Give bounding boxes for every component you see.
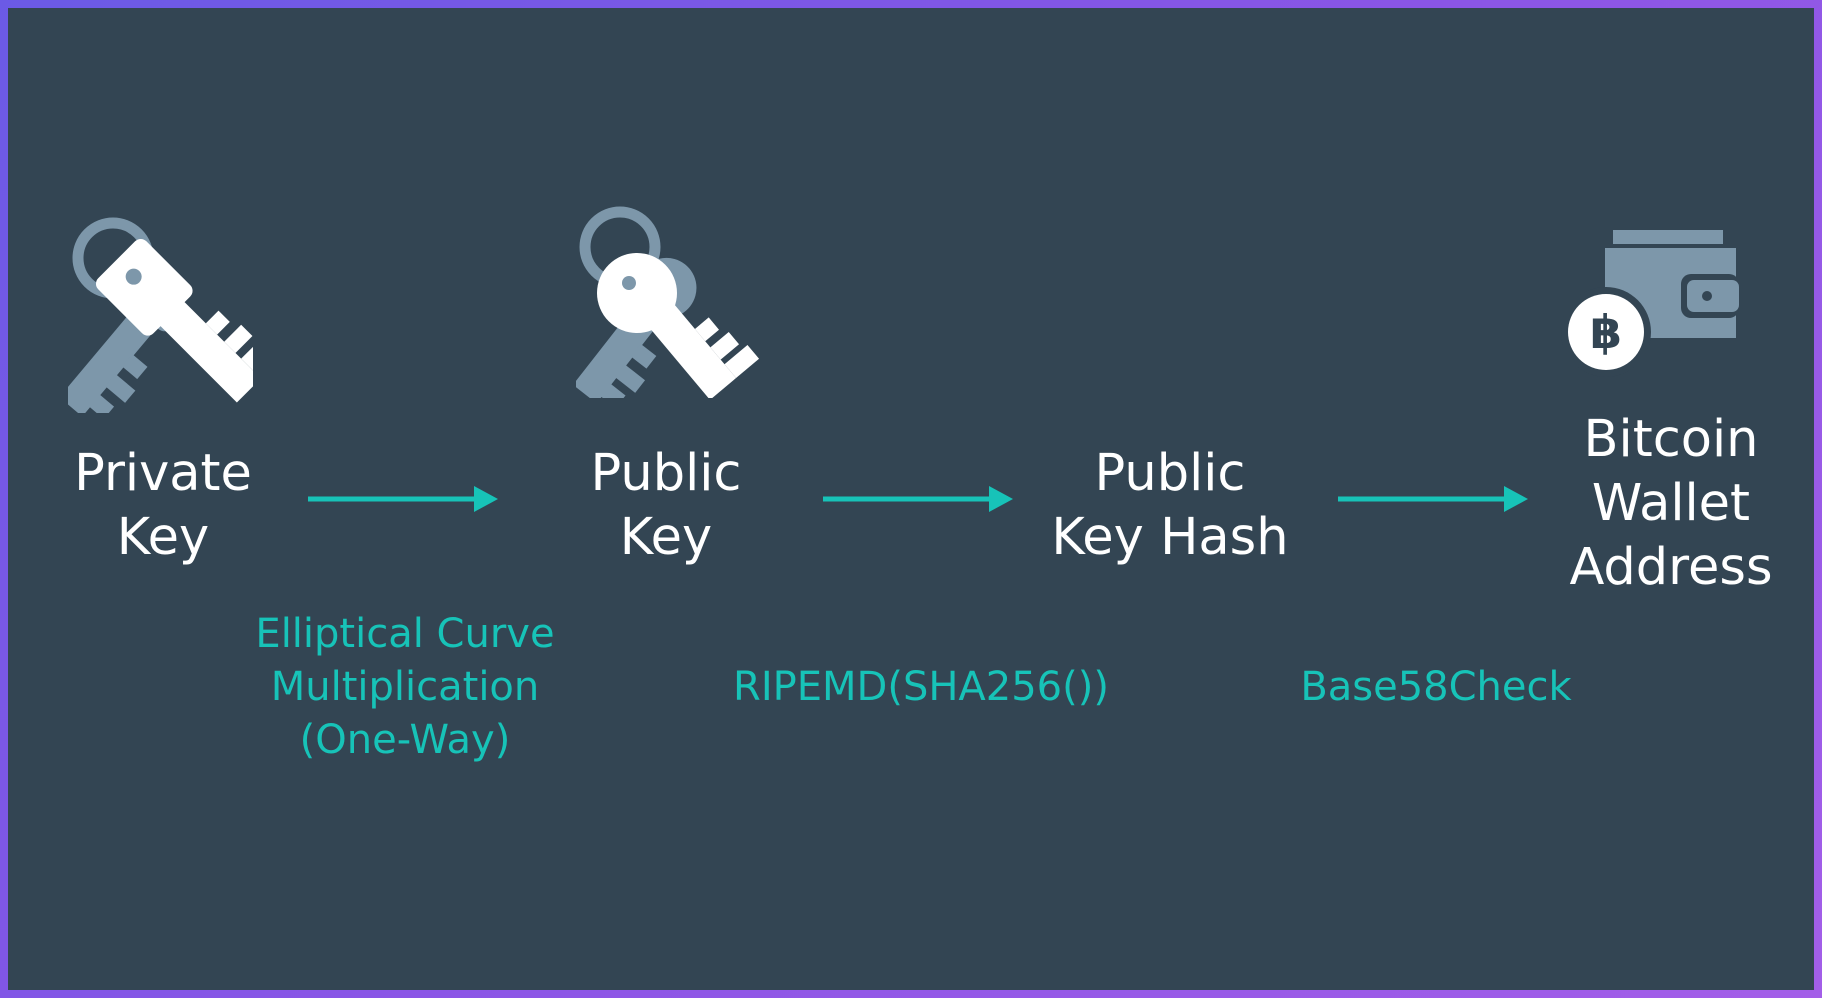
node-label-line: Private — [74, 444, 252, 503]
step-label-line: (One-Way) — [299, 717, 511, 763]
node-label-line: Wallet — [1591, 474, 1751, 533]
private-keys-icon — [68, 217, 253, 413]
node-label-line: Public — [1094, 444, 1246, 503]
node-label-line: Key Hash — [1051, 508, 1289, 567]
bitcoin-wallet-icon: ฿ — [1561, 230, 1739, 377]
node-label-line: Key — [116, 508, 210, 567]
step-label-line: RIPEMD(SHA256()) — [733, 664, 1109, 710]
step-label-line: Multiplication — [270, 664, 540, 710]
step-label-line: Base58Check — [1300, 664, 1572, 710]
node-label-line: Bitcoin — [1583, 410, 1759, 469]
arrow-right-3 — [1338, 486, 1528, 512]
node-private-key: Private Key — [53, 442, 273, 570]
svg-text:฿: ฿ — [1590, 305, 1622, 359]
arrow-right-1 — [308, 486, 498, 512]
arrow-right-2 — [823, 486, 1013, 512]
node-label-line: Key — [619, 508, 713, 567]
step-base58check: Base58Check — [1286, 661, 1586, 714]
node-label-line: Public — [590, 444, 742, 503]
node-public-key-hash: Public Key Hash — [1030, 442, 1310, 570]
node-public-key: Public Key — [556, 442, 776, 570]
step-ripemd-sha256: RIPEMD(SHA256()) — [721, 661, 1121, 714]
step-label-line: Elliptical Curve — [255, 611, 555, 657]
step-elliptical-curve: Elliptical Curve Multiplication (One-Way… — [240, 608, 570, 767]
node-bitcoin-wallet-address: Bitcoin Wallet Address — [1541, 408, 1801, 600]
node-label-line: Address — [1569, 538, 1773, 597]
public-keys-icon — [576, 206, 760, 398]
